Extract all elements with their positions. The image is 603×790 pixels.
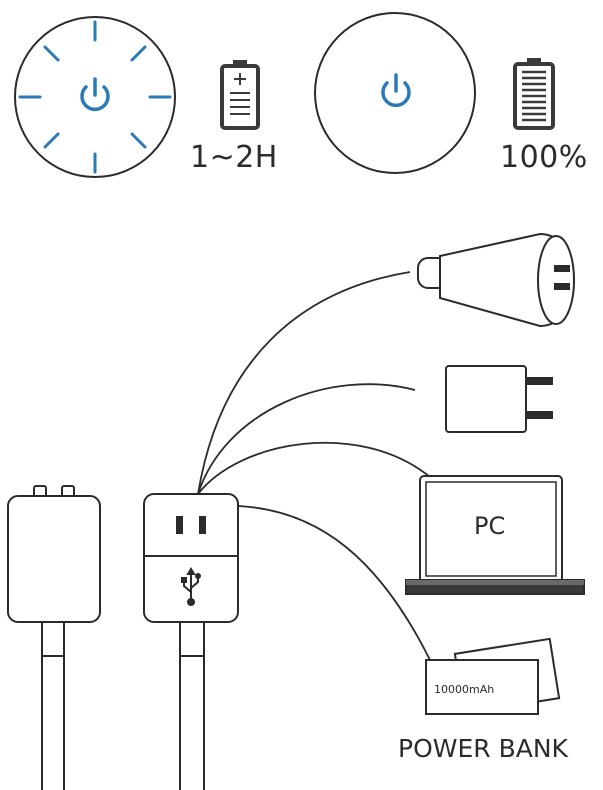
power-icon	[381, 73, 411, 108]
pc-label: PC	[474, 512, 506, 540]
charging-time-label: 1~2H	[190, 140, 278, 175]
device-back	[7, 485, 101, 790]
power-icon	[80, 77, 110, 112]
full-indicator	[314, 12, 476, 174]
battery-charging-icon	[220, 60, 260, 130]
car-charger	[417, 232, 575, 328]
full-level-label: 100%	[500, 140, 588, 175]
power-bank-label: POWER BANK	[398, 734, 568, 763]
power-bank-capacity-label: 10000mAh	[434, 683, 495, 696]
laptop	[405, 475, 585, 595]
device-front	[143, 493, 239, 790]
charging-indicator	[14, 16, 176, 178]
battery-full-icon	[513, 58, 555, 130]
usb-icon	[181, 567, 201, 606]
connection-cables	[197, 271, 431, 661]
wall-adapter	[445, 365, 553, 433]
power-bank	[425, 637, 561, 715]
